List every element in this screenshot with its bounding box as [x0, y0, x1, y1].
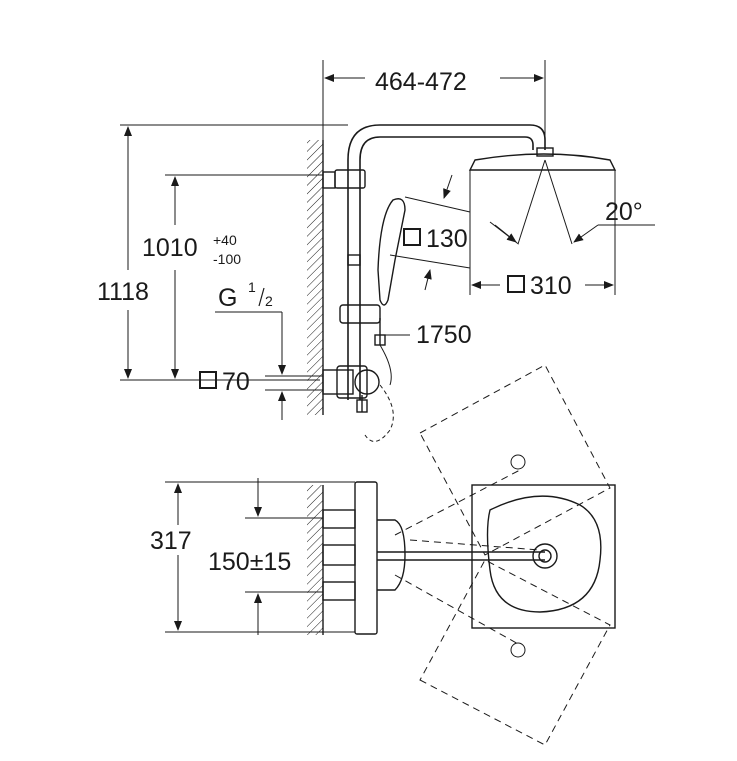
head-shower: [468, 153, 617, 171]
top-dimensions: [165, 478, 355, 635]
square-symbol: [199, 371, 217, 389]
hand-shower: [377, 198, 406, 306]
inlet-tol-plus: +40: [213, 232, 237, 248]
depth-label: 317: [150, 527, 192, 555]
wall-hatch: [307, 140, 323, 415]
hand-shower-label: 130: [426, 225, 468, 253]
width-label: 464-472: [375, 68, 467, 96]
thread-prefix: G: [218, 284, 237, 312]
slider: [339, 304, 381, 324]
total-height-label: 1118: [97, 278, 149, 306]
rosette-label: 70: [222, 368, 250, 396]
hose-label: 1750: [416, 321, 472, 349]
front-dimensions: [120, 60, 655, 420]
angle-label: 20°: [605, 198, 643, 226]
rotated-position-down: [419, 559, 611, 746]
square-symbol: [403, 228, 421, 246]
rotated-position-up: [419, 364, 611, 556]
inlet-spacing-label: 150±15: [208, 548, 291, 576]
outlet-rosette: [322, 369, 354, 395]
top-view: [307, 364, 616, 746]
inlet-tol-minus: -100: [213, 251, 241, 267]
thread-num: 1: [248, 279, 256, 295]
inlet-height-label: 1010: [142, 234, 198, 262]
thread-den: 2: [265, 293, 273, 309]
head-shower-top: [471, 484, 616, 629]
thermostat-body: [354, 481, 378, 635]
head-shower-label: 310: [530, 272, 572, 300]
shower-column: [347, 124, 546, 400]
front-view: [307, 124, 617, 442]
square-symbol: [507, 275, 525, 293]
